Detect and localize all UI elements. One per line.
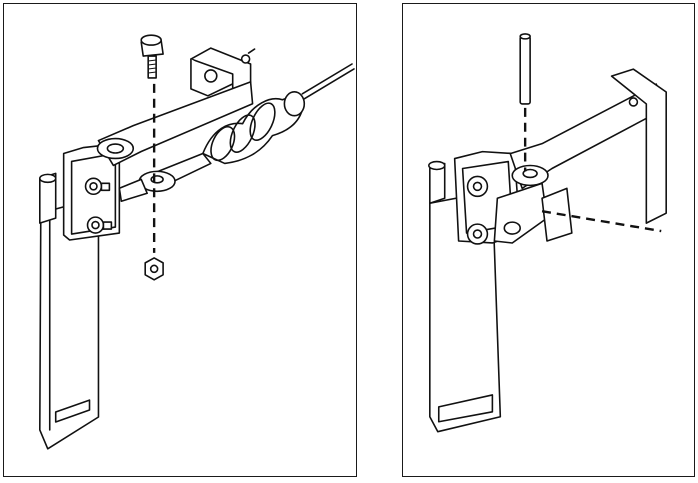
assembly-panel-right [402, 3, 695, 477]
mounting-bolt-upper [466, 175, 489, 198]
side-axis-line [541, 210, 662, 233]
rudder-blade [39, 196, 100, 450]
rudder-bracket [39, 142, 121, 241]
pivot-pin-diagram [428, 33, 667, 433]
push-pull-cable [301, 63, 355, 100]
nut-icon [144, 257, 164, 281]
mounting-bolt-upper [84, 177, 111, 196]
pin-icon [519, 33, 531, 105]
rubber-boot [202, 91, 306, 165]
ball-joint [118, 152, 212, 203]
linkage-arm [96, 81, 254, 167]
linkage-arm [509, 83, 665, 190]
assembly-panel-left [3, 3, 357, 477]
mounting-bolt-lower [86, 216, 113, 234]
rudder-post [428, 160, 446, 205]
bolt-icon [140, 34, 164, 79]
upper-bracket [610, 68, 667, 224]
linkage-assembly-diagram [39, 34, 355, 450]
mounting-bolt-lower [466, 223, 489, 245]
